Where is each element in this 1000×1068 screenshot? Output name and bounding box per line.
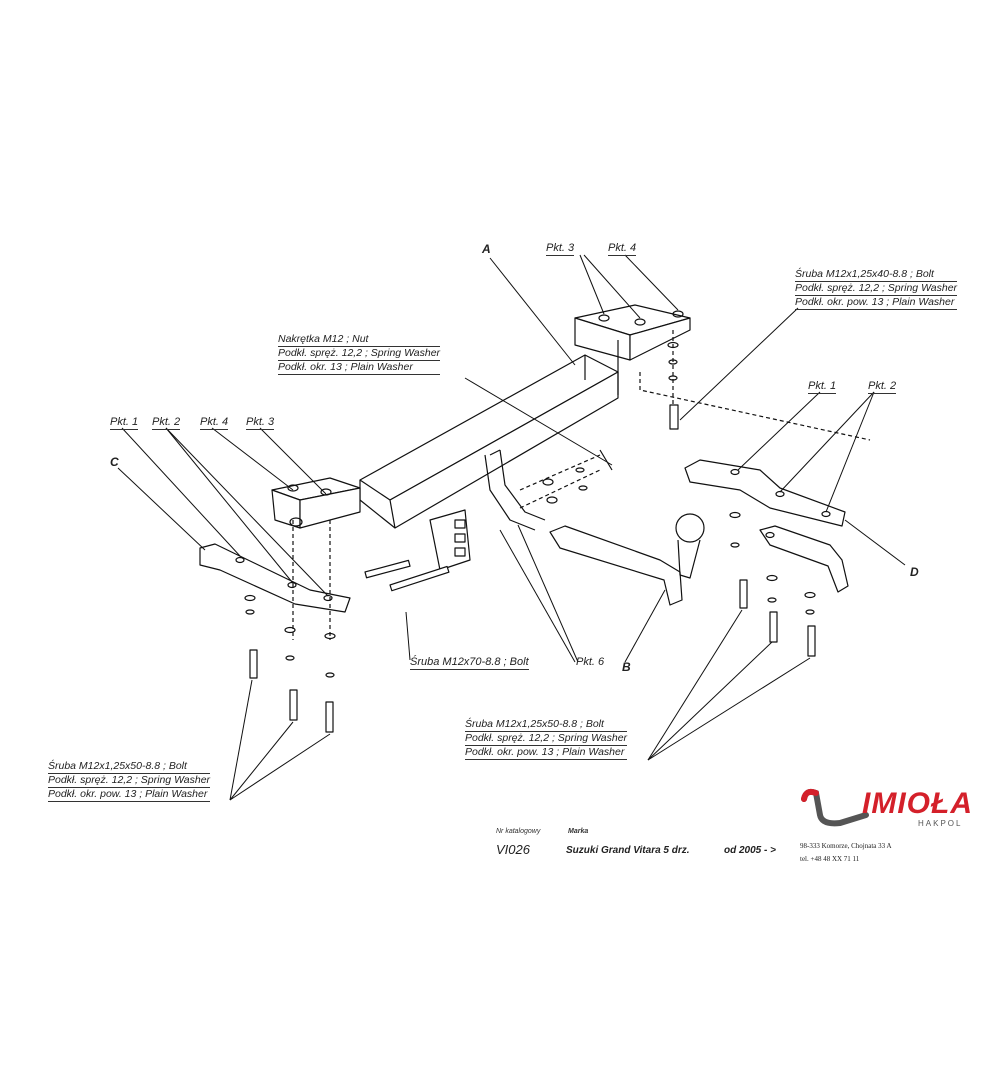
letter-d: D (910, 565, 919, 579)
right-bracket (684, 459, 849, 593)
company-phone: tel. +48 48 XX 71 11 (800, 855, 860, 863)
center-fasteners (364, 449, 613, 592)
label-pkt4-left: Pkt. 4 (200, 416, 229, 430)
bolt-spec-center: Śruba M12x70-8.8 ; Bolt (410, 656, 529, 670)
bolt-spec-line: Podkł. okr. pow. 13 ; Plain Washer (795, 296, 958, 310)
crossbar (359, 354, 619, 529)
nut-spec-line: Podkł. okr. 13 ; Plain Washer (278, 361, 441, 375)
bolts-left (244, 520, 336, 733)
leader-lines (117, 254, 906, 801)
company-address: 98-333 Komorze, Chojnata 33 A (800, 842, 892, 850)
bolt-spec-line: Podkł. okr. pow. 13 ; Plain Washer (48, 788, 211, 802)
bolt-spec-bottom-left: Śruba M12x1,25x50-8.8 ; Bolt Podkł. sprę… (48, 760, 211, 802)
label-pkt1-right: Pkt. 1 (808, 380, 837, 394)
left-bracket-c (199, 543, 351, 613)
logo-wordmark: IMIOŁA (862, 787, 973, 820)
hook-logo-icon (801, 788, 869, 827)
socket-plate (429, 509, 471, 571)
bolt-spec-line: Śruba M12x1,25x50-8.8 ; Bolt (48, 760, 211, 774)
label-pkt1-left: Pkt. 1 (110, 416, 139, 430)
logo-subtitle: HAKPOL (918, 819, 963, 828)
label-pkt2-right: Pkt. 2 (868, 380, 897, 394)
bolt-spec-line: Podkł. spręż. 12,2 ; Spring Washer (795, 282, 958, 296)
ball-neck (549, 513, 705, 606)
bolt-spec-line: Śruba M12x1,25x40-8.8 ; Bolt (795, 268, 958, 282)
bolt-spec-line: Podkł. spręż. 12,2 ; Spring Washer (465, 732, 628, 746)
vehicle-model: Suzuki Grand Vitara 5 drz. (566, 845, 690, 856)
label-pkt2-left: Pkt. 2 (152, 416, 181, 430)
nut-spec-line: Nakrętka M12 ; Nut (278, 333, 441, 347)
bolt-spec-line: Śruba M12x1,25x50-8.8 ; Bolt (465, 718, 628, 732)
bolt-spec-line: Podkł. okr. pow. 13 ; Plain Washer (465, 746, 628, 760)
brand-caption: Marka (568, 828, 589, 835)
catalog-code: VI026 (496, 842, 530, 857)
bolt-spec-top-right: Śruba M12x1,25x40-8.8 ; Bolt Podkł. sprę… (795, 268, 958, 310)
bolts-right (729, 511, 816, 657)
label-pkt4-top: Pkt. 4 (608, 242, 637, 256)
bolt-spec-line: Podkł. spręż. 12,2 ; Spring Washer (48, 774, 211, 788)
label-pkt3-left: Pkt. 3 (246, 416, 275, 430)
letter-b: B (622, 660, 631, 674)
left-plate (271, 477, 361, 529)
drop-arm (484, 449, 546, 531)
nut-spec-line: Podkł. spręż. 12,2 ; Spring Washer (278, 347, 441, 361)
nut-spec-block: Nakrętka M12 ; Nut Podkł. spręż. 12,2 ; … (278, 333, 441, 375)
letter-a: A (482, 242, 491, 256)
letter-c: C (110, 455, 119, 469)
bolt-spec-bottom-right: Śruba M12x1,25x50-8.8 ; Bolt Podkł. sprę… (465, 718, 628, 760)
model-years: od 2005 - > (724, 845, 776, 856)
bolt-stack-top-right (639, 330, 871, 441)
label-pkt3-top: Pkt. 3 (546, 242, 575, 256)
imiola-logo: IMIOŁA HAKPOL (800, 785, 980, 835)
catalog-number-caption: Nr katalogowy (496, 828, 541, 835)
label-pkt6: Pkt. 6 (576, 656, 605, 668)
